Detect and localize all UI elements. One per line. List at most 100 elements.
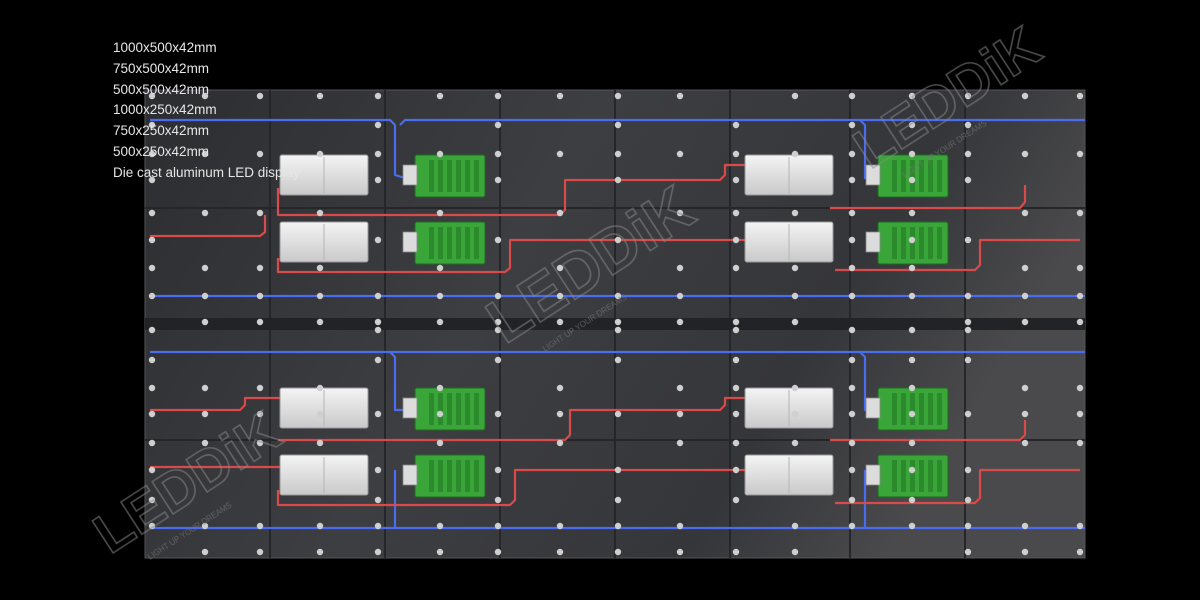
mounting-hole (494, 236, 502, 244)
mounting-hole (964, 548, 972, 556)
mounting-hole (148, 92, 156, 100)
mounting-hole (494, 410, 502, 418)
mounting-hole (964, 121, 972, 129)
receiving-card-chip (456, 393, 461, 425)
receiving-card-chip (429, 227, 434, 259)
cabinet-divider-band (145, 318, 1085, 330)
mounting-hole (908, 356, 916, 364)
mounting-hole (436, 209, 444, 217)
mounting-hole (556, 522, 564, 530)
mounting-hole (494, 522, 502, 530)
mounting-hole (374, 318, 382, 326)
mounting-hole (316, 522, 324, 530)
mounting-hole (1076, 264, 1084, 272)
power-cable (150, 215, 267, 238)
power-cable (276, 468, 760, 507)
mounting-hole (1021, 439, 1029, 447)
mounting-hole (676, 410, 684, 418)
mounting-hole (614, 356, 622, 364)
mounting-hole (614, 318, 622, 326)
mounting-hole (1021, 410, 1029, 418)
mounting-hole (374, 410, 382, 418)
mounting-hole (1076, 292, 1084, 300)
mounting-hole (732, 264, 740, 272)
mounting-hole (791, 439, 799, 447)
receiving-card-chip (474, 160, 479, 192)
spec-line: 1000x250x42mm (113, 102, 217, 118)
mounting-hole (201, 292, 209, 300)
mounting-hole (908, 176, 916, 184)
mounting-hole (964, 150, 972, 158)
receiving-card-chip (919, 160, 924, 192)
data-connector (865, 397, 881, 419)
mounting-hole (848, 439, 856, 447)
mounting-hole (791, 92, 799, 100)
receiving-card-chip (919, 227, 924, 259)
receiving-card-chip (910, 160, 915, 192)
mounting-hole (316, 150, 324, 158)
mounting-hole (374, 466, 382, 474)
receiving-card-chip (937, 460, 942, 492)
mounting-hole (201, 318, 209, 326)
data-cable (389, 351, 410, 412)
mounting-holes (148, 92, 1084, 556)
mounting-hole (676, 92, 684, 100)
receiving-card-chip (474, 393, 479, 425)
mounting-hole (374, 121, 382, 129)
mounting-hole (908, 236, 916, 244)
receiving-card-chip (928, 460, 933, 492)
mounting-hole (1076, 318, 1084, 326)
mounting-hole (732, 236, 740, 244)
mounting-hole (1076, 92, 1084, 100)
receiving-card-chip (465, 227, 470, 259)
receiving-card-chip (465, 460, 470, 492)
receiving-card-chip (465, 160, 470, 192)
mounting-hole (556, 264, 564, 272)
receiving-card-chip (429, 160, 434, 192)
mounting-hole (436, 522, 444, 530)
mounting-hole (676, 548, 684, 556)
mounting-hole (436, 150, 444, 158)
mounting-hole (732, 209, 740, 217)
mounting-hole (848, 356, 856, 364)
mounting-hole (494, 356, 502, 364)
mounting-hole (791, 264, 799, 272)
mounting-hole (848, 466, 856, 474)
receiving-card-chip (456, 227, 461, 259)
spec-line: 500x250x42mm (113, 143, 210, 159)
mounting-hole (436, 318, 444, 326)
mounting-hole (374, 326, 382, 334)
spec-line: 1000x500x42mm (113, 40, 217, 55)
receiving-card-chip (438, 160, 443, 192)
mounting-hole (732, 318, 740, 326)
mounting-hole (848, 176, 856, 184)
mounting-hole (848, 150, 856, 158)
mounting-hole (1021, 522, 1029, 530)
mounting-hole (732, 121, 740, 129)
mounting-hole (964, 466, 972, 474)
mounting-hole (1076, 548, 1084, 556)
mounting-hole (614, 466, 622, 474)
mounting-hole (964, 318, 972, 326)
mounting-hole (374, 236, 382, 244)
mounting-hole (256, 384, 264, 392)
mounting-hole (436, 548, 444, 556)
mounting-hole (908, 264, 916, 272)
data-connector (865, 231, 881, 253)
mounting-hole (614, 496, 622, 504)
receiving-card-chip (447, 160, 452, 192)
mounting-hole (732, 410, 740, 418)
mounting-hole (556, 384, 564, 392)
mounting-hole (148, 121, 156, 129)
mounting-hole (1021, 92, 1029, 100)
mounting-hole (964, 292, 972, 300)
mounting-hole (964, 356, 972, 364)
mounting-hole (494, 326, 502, 334)
mounting-hole (676, 384, 684, 392)
mounting-hole (908, 121, 916, 129)
power-cable (835, 238, 1080, 272)
mounting-hole (494, 466, 502, 474)
mounting-hole (148, 236, 156, 244)
mounting-hole (436, 292, 444, 300)
mounting-hole (614, 410, 622, 418)
